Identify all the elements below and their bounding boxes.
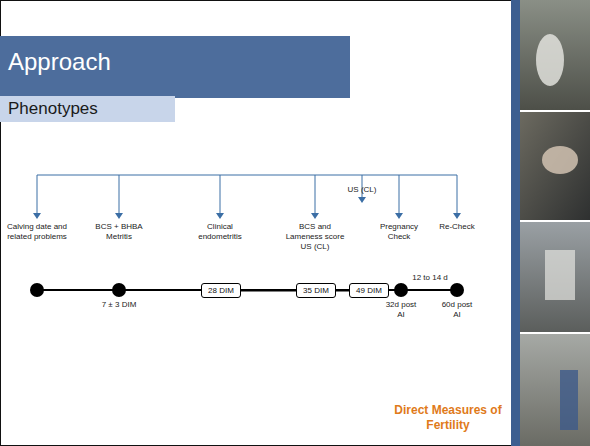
timeline-label: 32d post AI <box>383 300 419 320</box>
timeline-box: 49 DIM <box>349 283 389 298</box>
timeline-label: BCS + BHBA Metritis <box>89 222 149 242</box>
node-text: 35 DIM <box>303 286 329 295</box>
timeline-box: 28 DIM <box>201 283 241 298</box>
timeline-label: US (CL) <box>342 185 382 195</box>
timeline-label: Clinical endometritis <box>191 222 249 242</box>
footer-note: Direct Measures of Fertility <box>373 403 523 433</box>
timeline-connector <box>336 290 349 291</box>
timeline-label: Re-Check <box>435 222 479 232</box>
timeline-label: 60d post AI <box>439 300 475 320</box>
timeline-label: Pregnancy Check <box>377 222 421 242</box>
slide-title: Approach <box>8 48 111 76</box>
node-text: Phenotypes <box>8 99 167 119</box>
timeline-label: Calving date and related problems <box>4 222 70 242</box>
timeline-label: BCS and Lameness score US (CL) <box>283 222 347 252</box>
timeline-box: 35 DIM <box>296 283 336 298</box>
timeline-label: 12 to 14 d <box>408 273 452 283</box>
node-text: 28 DIM <box>208 286 234 295</box>
timeline-connector <box>241 290 296 291</box>
node-text: 49 DIM <box>356 286 382 295</box>
timeline-label: 7 ± 3 DIM <box>99 300 139 310</box>
subtitle-band: Phenotypes <box>0 96 175 122</box>
